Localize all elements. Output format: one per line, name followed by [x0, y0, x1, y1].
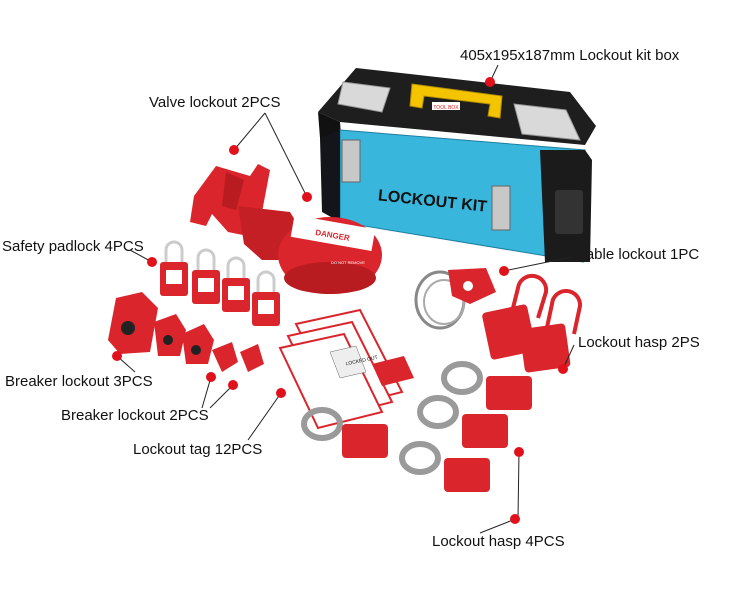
- safety-padlocks: [160, 240, 280, 326]
- breaker-lockout-2-label: Breaker lockout 2PCS: [61, 407, 209, 424]
- padlock-4: [252, 270, 280, 326]
- valve-lockout: [190, 164, 306, 260]
- padlock-3: [222, 256, 250, 312]
- lockout-tag-label: Lockout tag 12PCS: [133, 441, 263, 458]
- padlock-1: [160, 240, 188, 296]
- callout-lines: [116, 64, 575, 534]
- kit-box-label: 405x195x187mm Lockout kit box: [460, 47, 680, 64]
- valve-lockout-label: Valve lockout 2PCS: [149, 94, 281, 111]
- lockout-hasp-4-label: Lockout hasp 4PCS: [432, 533, 565, 550]
- safety-padlock-label: Safety padlock 4PCS: [2, 238, 144, 255]
- lockout-hasps-2: [482, 273, 583, 373]
- lockout-hasps-4: [301, 361, 532, 492]
- do-not-remove-text: DO NOT REMOVE: [331, 260, 365, 265]
- lockout-hasp-2-label: Lockout hasp 2PS: [578, 334, 700, 351]
- gate-valve-lockout: DANGER DO NOT REMOVE: [278, 215, 382, 294]
- lockout-tags: LOCKED OUT: [278, 308, 414, 430]
- tool-box-tag: [432, 102, 460, 110]
- padlock-2: [192, 248, 220, 304]
- callout-dots: [112, 77, 568, 524]
- tool-box-tag-text: TOOL BOX: [433, 105, 459, 111]
- breaker-lockouts: [108, 292, 264, 372]
- cable-lockout-label: Cable lockout 1PC: [575, 246, 700, 263]
- breaker-lockout-3-label: Breaker lockout 3PCS: [5, 373, 153, 390]
- cable-lockout: [414, 268, 496, 330]
- lockout-kit-box: TOOL BOX LOCKOUT KIT: [318, 68, 596, 263]
